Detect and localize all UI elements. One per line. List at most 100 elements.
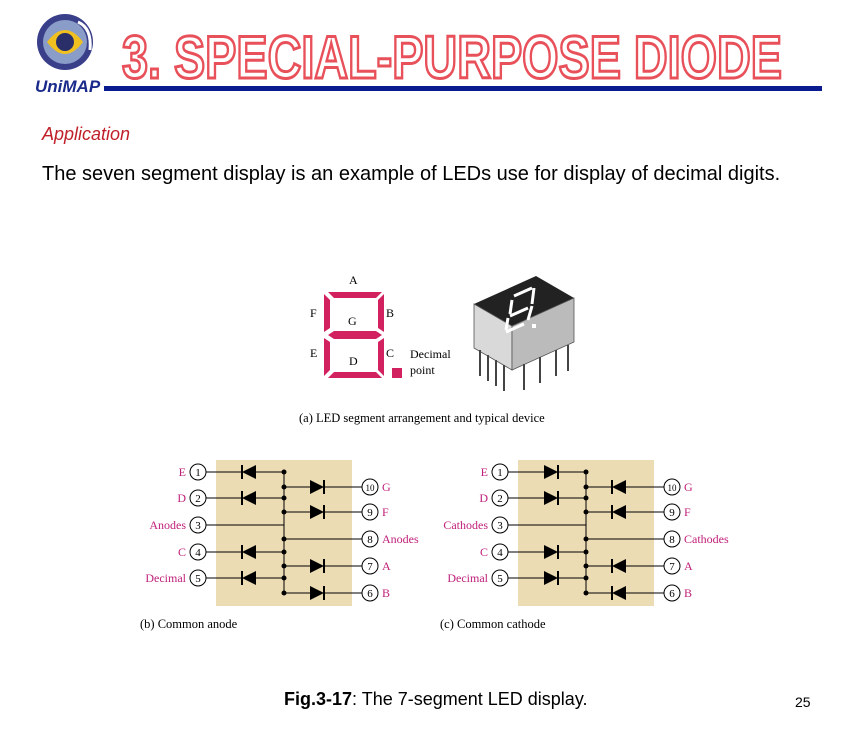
page-title: 3. SPECIAL-PURPOSE DIODE	[121, 23, 784, 91]
left-pin-label: Decimal	[145, 571, 186, 585]
pin-number: 1	[195, 467, 201, 479]
left-pin-label: C	[480, 545, 488, 559]
seg-label-c: C	[386, 346, 394, 360]
pin-number: 4	[497, 547, 503, 559]
left-pin-label: D	[479, 491, 488, 505]
left-pin-label: E	[481, 465, 488, 479]
junction-dot	[281, 509, 287, 515]
junction-dot	[281, 590, 287, 596]
diode-symbol	[612, 559, 626, 573]
led-device-illustration	[473, 276, 575, 391]
junction-dot	[281, 536, 287, 542]
pin-number: 8	[367, 534, 373, 546]
pin-number: 7	[367, 561, 373, 573]
junction-dot	[583, 563, 589, 569]
left-pin-label: Decimal	[447, 571, 488, 585]
unimap-logo: UniMAP	[35, 14, 101, 96]
panel-a-caption: (a) LED segment arrangement and typical …	[299, 411, 545, 425]
right-pin-label: F	[382, 505, 389, 519]
right-pin-label: G	[382, 480, 391, 494]
title-rule	[104, 86, 822, 91]
segment-d	[328, 372, 382, 378]
pin-number: 10	[668, 483, 678, 493]
pin-number: 6	[367, 588, 373, 600]
right-pin-label: B	[684, 586, 692, 600]
right-pin-label: F	[684, 505, 691, 519]
pin-number: 5	[497, 573, 503, 585]
junction-dot	[583, 509, 589, 515]
seg-label-g: G	[348, 314, 357, 328]
seg-label-a: A	[349, 273, 358, 287]
seg-label-e: E	[310, 346, 317, 360]
segment-c	[378, 338, 384, 376]
junction-dot	[281, 484, 287, 490]
pin-number: 3	[497, 520, 503, 532]
right-pin-label: A	[684, 559, 693, 573]
pin-number: 9	[367, 507, 373, 519]
pin-number: 1	[497, 467, 503, 479]
decimal-point-segment	[392, 368, 402, 378]
junction-dot	[583, 536, 589, 542]
pin-number: 3	[195, 520, 201, 532]
segment-diagram: A B C D E F G Decimal point	[310, 273, 451, 378]
diode-symbol	[544, 465, 558, 479]
left-pin-label: D	[177, 491, 186, 505]
diode-symbol	[242, 571, 256, 585]
diode-symbol	[544, 545, 558, 559]
page-title-text: 3. SPECIAL-PURPOSE DIODE	[122, 24, 782, 90]
seg-label-b: B	[386, 306, 394, 320]
diode-symbol	[612, 586, 626, 600]
right-pin-label: G	[684, 480, 693, 494]
panel-c-caption: (c) Common cathode	[440, 617, 546, 631]
pin-number: 2	[497, 493, 503, 505]
left-pin-label: Anodes	[149, 518, 186, 532]
segment-g	[328, 331, 382, 339]
diode-symbol	[612, 505, 626, 519]
segment-f	[324, 294, 330, 332]
seg-label-d: D	[349, 354, 358, 368]
right-pin-label: Anodes	[382, 532, 419, 546]
panel-b-caption: (b) Common anode	[140, 617, 238, 631]
section-heading: Application	[42, 124, 131, 144]
left-pin-label: C	[178, 545, 186, 559]
pin-number: 9	[669, 507, 675, 519]
diode-symbol	[612, 480, 626, 494]
diode-symbol	[242, 491, 256, 505]
decimal-point-label-2: point	[410, 363, 435, 377]
seg-label-f: F	[310, 306, 317, 320]
junction-dot	[583, 590, 589, 596]
right-pin-label: Cathodes	[684, 532, 729, 546]
figure-number: Fig.3-17	[284, 689, 353, 709]
logo-text: UniMAP	[35, 77, 101, 96]
segment-e	[324, 338, 330, 376]
right-pin-label: A	[382, 559, 391, 573]
seven-segment-figure: A B C D E F G Decimal point (a) LED segm…	[140, 273, 729, 631]
figure-caption-text: : The 7-segment LED display.	[352, 689, 588, 709]
pin-number: 7	[669, 561, 675, 573]
diode-symbol	[544, 571, 558, 585]
left-pin-label: Cathodes	[443, 518, 488, 532]
diode-symbol	[310, 559, 324, 573]
pin-number: 5	[195, 573, 201, 585]
left-pin-label: E	[179, 465, 186, 479]
diode-symbol	[310, 586, 324, 600]
pin-number: 8	[669, 534, 675, 546]
pin-number: 10	[366, 483, 376, 493]
pin-number: 2	[195, 493, 201, 505]
diode-symbol	[242, 465, 256, 479]
junction-dot	[583, 484, 589, 490]
page-number: 25	[795, 694, 811, 710]
diode-symbol	[544, 491, 558, 505]
segment-b	[378, 294, 384, 332]
right-pin-label: B	[382, 586, 390, 600]
junction-dot	[281, 563, 287, 569]
diode-symbol	[310, 505, 324, 519]
figure-caption: Fig.3-17: The 7-segment LED display.	[284, 689, 587, 710]
segment-a	[328, 292, 382, 298]
decimal-point-label-1: Decimal	[410, 347, 451, 361]
diode-symbol	[310, 480, 324, 494]
body-text: The seven segment display is an example …	[42, 163, 781, 185]
diode-symbol	[242, 545, 256, 559]
